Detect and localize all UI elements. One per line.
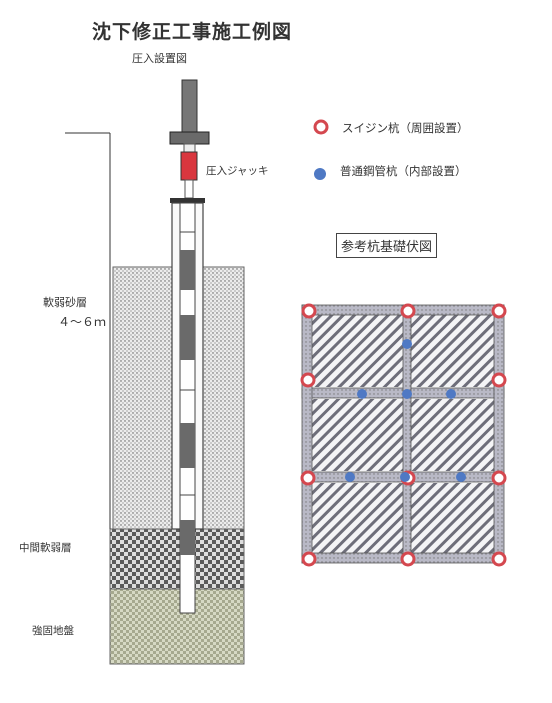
jack-connector [183, 143, 196, 153]
steel-pile-legend: 普通鋼管杭（内部設置） [340, 164, 467, 178]
pile-cap [170, 198, 205, 203]
jack-shaft [184, 179, 194, 199]
swijin-pile-legend: スイジン杭（周囲設置） [342, 121, 469, 135]
intermediate-soft-layer [109, 528, 245, 590]
pile-core [179, 202, 196, 614]
firm-ground-layer [109, 588, 245, 665]
pile-segments [180, 231, 195, 555]
mid-soft-label: 中間軟弱層 [19, 542, 72, 554]
page-title: 沈下修正工事施工例図 [92, 21, 293, 43]
steel-piles [345, 339, 466, 482]
jack-label: 圧入ジャッキ [206, 165, 269, 177]
press-plate [169, 131, 210, 145]
swijin-pile-legend-icon [313, 119, 329, 135]
subtitle: 圧入設置図 [132, 52, 187, 65]
firm-ground-label: 強固地盤 [32, 625, 74, 637]
soft-sand-label: 軟弱砂層 [43, 296, 87, 309]
depth-label: ４～６ｍ [58, 315, 107, 329]
steel-pile-legend-icon [314, 168, 326, 180]
press-rod [181, 79, 198, 133]
plan-title: 参考杭基礎伏図 [336, 233, 438, 258]
jack-body [180, 151, 198, 181]
